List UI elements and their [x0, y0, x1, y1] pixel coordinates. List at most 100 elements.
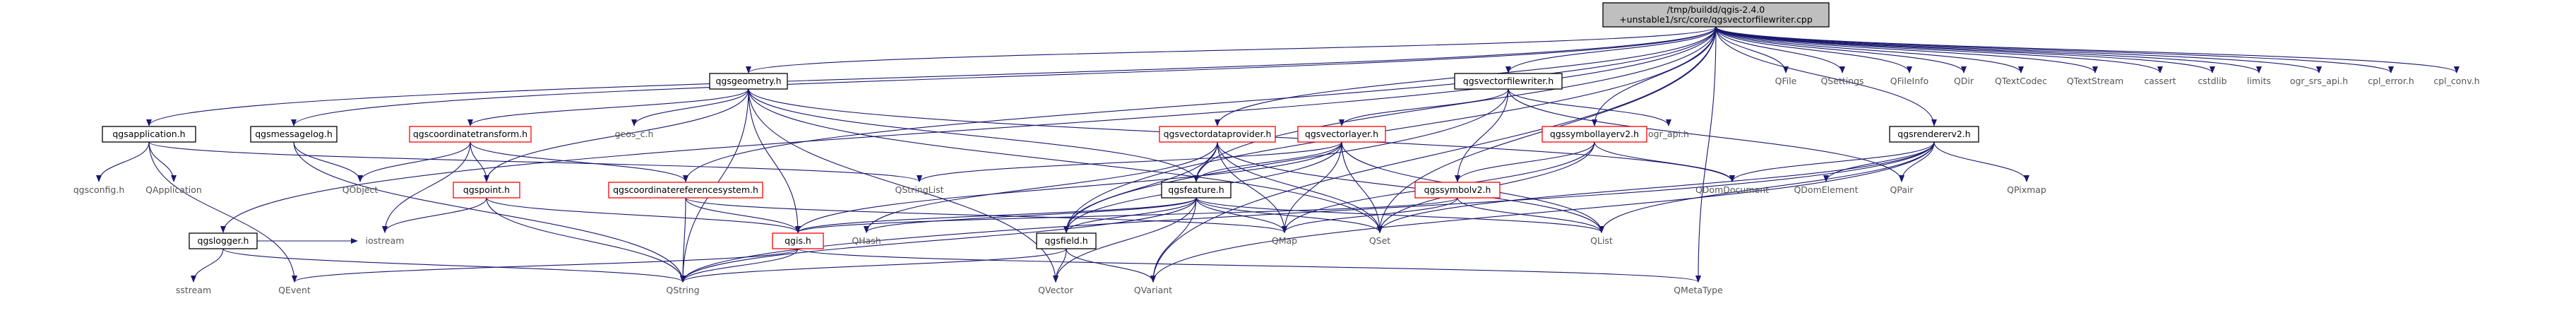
node-ogr-api-h-mid: ogr_api.h: [1648, 129, 1689, 139]
edge-qgsgeometry-h-to-qgsfeature-h: [748, 88, 1199, 182]
node-label: QPair: [1890, 184, 1914, 195]
edge-qgsrendererv2-h-to-qset: [1377, 141, 1935, 233]
node-qgsvectorlayer-h[interactable]: qgsvectorlayer.h: [1297, 126, 1386, 143]
node-qgspoint-h[interactable]: qgspoint.h: [453, 182, 520, 199]
edge-qgsvectorlayer-h-to-qstringlist: [917, 141, 1342, 182]
edge-qgsrendererv2-h-to-qlist: [1599, 141, 1935, 233]
edge-qgsrendererv2-h-to-qpair: [1899, 141, 1935, 182]
node-iostream: iostream: [366, 235, 405, 246]
node-qgis-h[interactable]: qgis.h: [772, 232, 824, 249]
edge-qgscoordinatetransform-h-to-qobject: [357, 141, 471, 182]
node-label: QList: [1590, 235, 1613, 246]
node-qgscoordinatetransform-h[interactable]: qgscoordinatetransform.h: [409, 126, 532, 143]
edge-root-to-qvariant: [1150, 26, 1717, 283]
edge-qgspoint-h-to-qgis-h: [486, 197, 801, 233]
node-qgsvectorfilewriter-h[interactable]: qgsvectorfilewriter.h: [1454, 73, 1563, 90]
node-qgsfield-h[interactable]: qgsfield.h: [1036, 232, 1097, 249]
node-label: cpl_conv.h: [2433, 76, 2479, 86]
edge-root-to-qgsgeometry-h: [746, 26, 1717, 73]
node-box: [1542, 126, 1647, 143]
node-label: QEvent: [278, 285, 311, 295]
node-cassert: cassert: [2144, 76, 2176, 86]
node-label: geos_c.h: [615, 129, 654, 139]
edge-root-to-qmetatype: [1695, 26, 1717, 283]
edge-qgis-h-to-qmetatype: [797, 248, 1701, 283]
edge-qgsgeometry-h-to-qgis-h: [748, 88, 801, 233]
node-box: [709, 73, 788, 90]
node-qgscoordinatereferencesystem-h[interactable]: qgscoordinatereferencesystem.h: [608, 182, 763, 199]
node-label: qgssymbollayerv2.h: [1550, 129, 1639, 139]
edge-qgssymbolv2-h-to-qmap: [1282, 197, 1458, 233]
node-qtextstream: QTextStream: [2067, 76, 2123, 86]
edge-root-to-qfile: [1715, 26, 1789, 73]
node-qgsrendererv2-h[interactable]: qgsrendererv2.h: [1889, 126, 1979, 143]
node-label: qgsapplication.h: [112, 129, 185, 139]
edge-root-to-qsettings: [1715, 26, 1845, 73]
node-label: qgis.h: [785, 235, 811, 246]
node-qstringlist: QStringList: [895, 184, 944, 195]
node-label: QDomDocument: [1695, 184, 1769, 195]
edge-root-to-qgsfeature-h: [1193, 26, 1717, 182]
edge-qgsapplication-h-to-qapplication: [148, 141, 177, 182]
edge-qgsfeature-h-to-qgis-h: [795, 197, 1197, 233]
edge-qgsfeature-h-to-qmap: [1195, 197, 1287, 233]
edge-qgsfield-h-to-qvector: [1053, 248, 1067, 283]
edge-root-to-qtextcodec: [1715, 26, 2024, 73]
node-label: QVariant: [1134, 285, 1172, 295]
node-label: qgsrendererv2.h: [1897, 129, 1970, 139]
node-qgsmessagelog-h[interactable]: qgsmessagelog.h: [250, 126, 338, 143]
node-qgsapplication-h[interactable]: qgsapplication.h: [102, 126, 196, 143]
node-root[interactable]: /tmp/buildd/qgis-2.4.0+unstable1/src/cor…: [1602, 2, 1830, 28]
node-geos-c-h: geos_c.h: [615, 129, 654, 139]
node-qsettings: QSettings: [1820, 76, 1864, 86]
node-qlist: QList: [1590, 235, 1613, 246]
edge-qgsvectordataprovider-h-to-qlist: [1217, 141, 1604, 233]
node-qdomelement: QDomElement: [1794, 184, 1858, 195]
edge-root-to-qgsmessagelog-h: [291, 26, 1717, 126]
node-label: cpl_error.h: [2368, 76, 2414, 86]
edge-qgsvectorfilewriter-h-to-qpair: [1508, 88, 1904, 182]
node-label: qgslogger.h: [198, 235, 249, 246]
node-label: QTextCodec: [1995, 76, 2047, 86]
edge-qgsvectorlayer-h-to-qmap: [1282, 141, 1342, 233]
node-qgsgeometry-h[interactable]: qgsgeometry.h: [709, 73, 788, 90]
node-qpair: QPair: [1890, 184, 1914, 195]
node-qgsfeature-h[interactable]: qgsfeature.h: [1161, 182, 1232, 199]
node-qgsconfig-h: qgsconfig.h: [73, 184, 125, 195]
edge-qgsmessagelog-h-to-qstring: [293, 141, 686, 283]
node-label: QString: [666, 285, 699, 295]
edge-qgsfeature-h-to-qhash: [864, 197, 1197, 233]
node-label: qgsvectorfilewriter.h: [1463, 76, 1554, 86]
node-label: QPixmap: [2007, 184, 2046, 195]
edge-qgsgeometry-h-to-qset: [748, 88, 1383, 233]
node-label: QFile: [1775, 76, 1797, 86]
node-qdir: QDir: [1954, 76, 1974, 86]
edge-qgsvectordataprovider-h-to-qmap: [1217, 141, 1287, 233]
node-qgssymbolv2-h[interactable]: qgssymbolv2.h: [1414, 182, 1501, 199]
node-qstring: QString: [666, 285, 699, 295]
node-label: limits: [2247, 76, 2271, 86]
edge-qgsrendererv2-h-to-qdomdocument: [1729, 141, 1935, 182]
node-qgsvectordataprovider-h[interactable]: qgsvectordataprovider.h: [1159, 126, 1276, 143]
node-box: [608, 182, 763, 199]
node-label: qgsvectorlayer.h: [1305, 129, 1378, 139]
node-qfile: QFile: [1775, 76, 1797, 86]
node-label: /tmp/buildd/qgis-2.4.0: [1667, 4, 1765, 15]
edge-root-to-cassert: [1715, 26, 2163, 73]
node-label: QApplication: [145, 184, 202, 195]
node-box: [1297, 126, 1386, 143]
node-qset: QSet: [1369, 235, 1390, 246]
node-qgslogger-h[interactable]: qgslogger.h: [189, 232, 258, 249]
node-qgssymbollayerv2-h[interactable]: qgssymbollayerv2.h: [1542, 126, 1647, 143]
edge-qgsfeature-h-to-qstring: [680, 197, 1197, 283]
edge-qgsrendererv2-h-to-qpixmap: [1933, 141, 2029, 182]
node-box: [1161, 182, 1232, 199]
edge-qgscoordinatereferencesystem-h-to-qstring: [680, 197, 686, 283]
node-sstream: sstream: [176, 285, 211, 295]
node-qdomdocument: QDomDocument: [1695, 184, 1769, 195]
node-label: ogr_api.h: [1648, 129, 1689, 139]
node-qobject: QObject: [342, 184, 378, 195]
node-label: qgssymbolv2.h: [1424, 184, 1491, 195]
node-box: [1602, 2, 1830, 28]
node-box: [1159, 126, 1276, 143]
